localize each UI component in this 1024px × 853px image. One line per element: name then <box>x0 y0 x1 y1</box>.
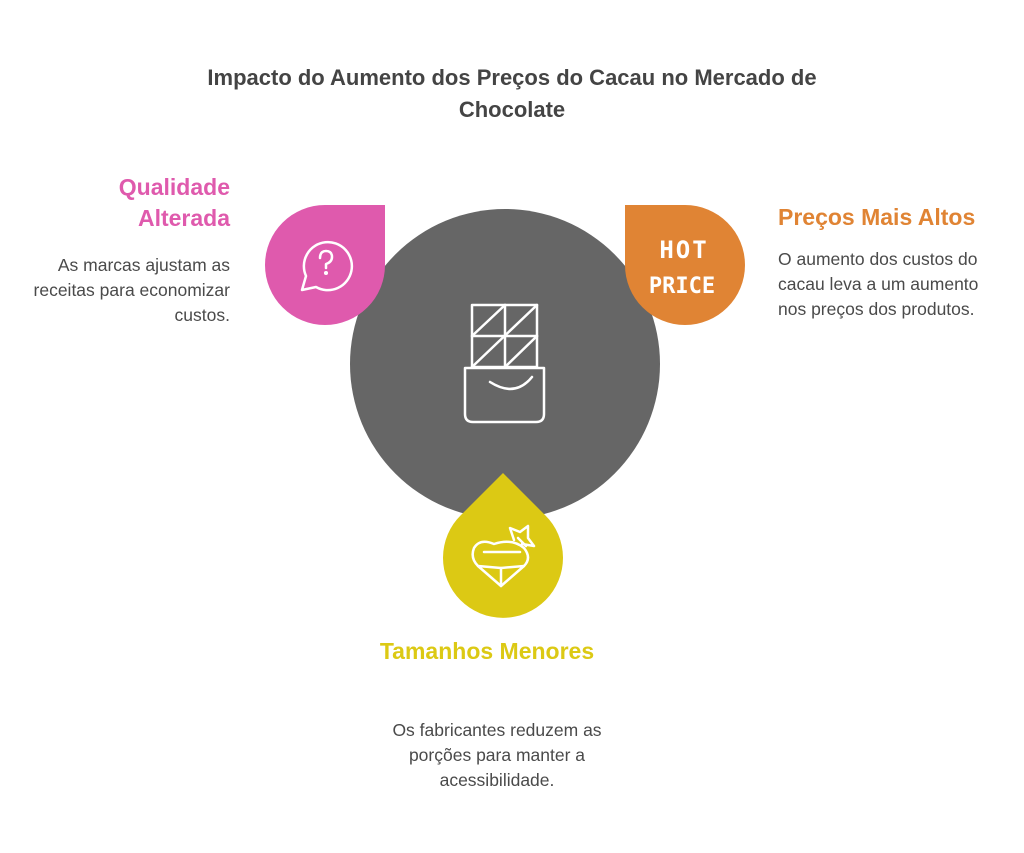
page-title: Impacto do Aumento dos Preços do Cacau n… <box>207 65 817 122</box>
heading-precos-mais-altos: Preços Mais Altos <box>778 204 976 230</box>
price-label: PRICE <box>649 274 715 299</box>
description-precos-mais-altos: O aumento dos custos do cacau leva a um … <box>778 249 979 319</box>
description-tamanhos-menores: Os fabricantes reduzem as porções para m… <box>392 720 602 790</box>
heading-qualidade-alterada: Qualidade Alterada <box>118 174 230 231</box>
hot-label: HOT <box>659 236 708 264</box>
heading-tamanhos-menores: Tamanhos Menores <box>379 638 595 664</box>
yellow-drop <box>443 473 564 618</box>
description-qualidade-alterada: As marcas ajustam as receitas para econo… <box>33 255 230 325</box>
hot-price-icon: HOT PRICE <box>649 236 715 299</box>
orange-drop <box>625 205 745 325</box>
chocolate-bar-icon <box>463 303 546 424</box>
speech-bubble-question-icon <box>300 240 354 292</box>
heart-gift-box-icon <box>471 524 536 588</box>
